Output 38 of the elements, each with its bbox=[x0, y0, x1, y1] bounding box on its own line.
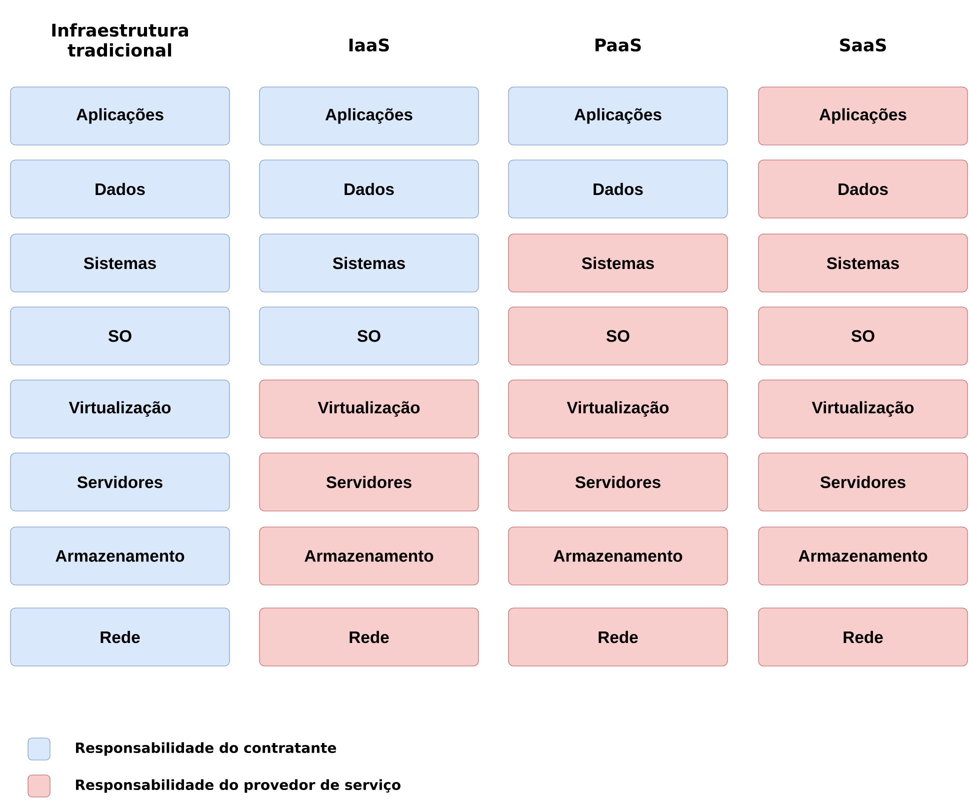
layer-box: Sistemas bbox=[259, 234, 479, 292]
layer-box: Sistemas bbox=[758, 234, 968, 292]
layer-box: SO bbox=[259, 306, 479, 366]
layer-box: Armazenamento bbox=[10, 526, 230, 586]
legend-text: Responsabilidade do provedor de serviço bbox=[76, 779, 400, 793]
layer-box: Armazenamento bbox=[508, 526, 728, 586]
layer-box: Virtualização bbox=[259, 380, 479, 438]
layer-box: Dados bbox=[259, 160, 479, 218]
column-heading: IaaS bbox=[349, 38, 389, 52]
layer-box: Servidores bbox=[758, 452, 968, 512]
legend-text: Responsabilidade do contratante bbox=[76, 742, 336, 756]
layer-box: Aplicações bbox=[508, 86, 728, 146]
layer-box: Rede bbox=[10, 608, 230, 666]
layer-box: Armazenamento bbox=[758, 526, 968, 586]
layer-box: Sistemas bbox=[508, 234, 728, 292]
layer-box: Sistemas bbox=[10, 234, 230, 292]
layer-box: Servidores bbox=[10, 452, 230, 512]
layer-box: SO bbox=[10, 306, 230, 366]
layer-box: SO bbox=[508, 306, 728, 366]
layer-box: Rede bbox=[259, 608, 479, 666]
column-heading: SaaS bbox=[840, 38, 886, 52]
layer-box: Servidores bbox=[508, 452, 728, 512]
layer-box: Dados bbox=[508, 160, 728, 218]
layer-box: Aplicações bbox=[10, 86, 230, 146]
layer-box: Virtualização bbox=[758, 380, 968, 438]
layer-box: Virtualização bbox=[508, 380, 728, 438]
layer-box: Rede bbox=[508, 608, 728, 666]
layer-box: SO bbox=[758, 306, 968, 366]
layer-box: Armazenamento bbox=[259, 526, 479, 586]
layer-box: Rede bbox=[758, 608, 968, 666]
column-heading: Infraestrutura tradicional bbox=[52, 23, 188, 57]
layer-box: Aplicações bbox=[758, 86, 968, 146]
layer-box: Virtualização bbox=[10, 380, 230, 438]
layer-box: Dados bbox=[758, 160, 968, 218]
layer-box: Aplicações bbox=[259, 86, 479, 146]
layer-box: Dados bbox=[10, 160, 230, 218]
column-heading: PaaS bbox=[596, 38, 641, 52]
layer-box: Servidores bbox=[259, 452, 479, 512]
